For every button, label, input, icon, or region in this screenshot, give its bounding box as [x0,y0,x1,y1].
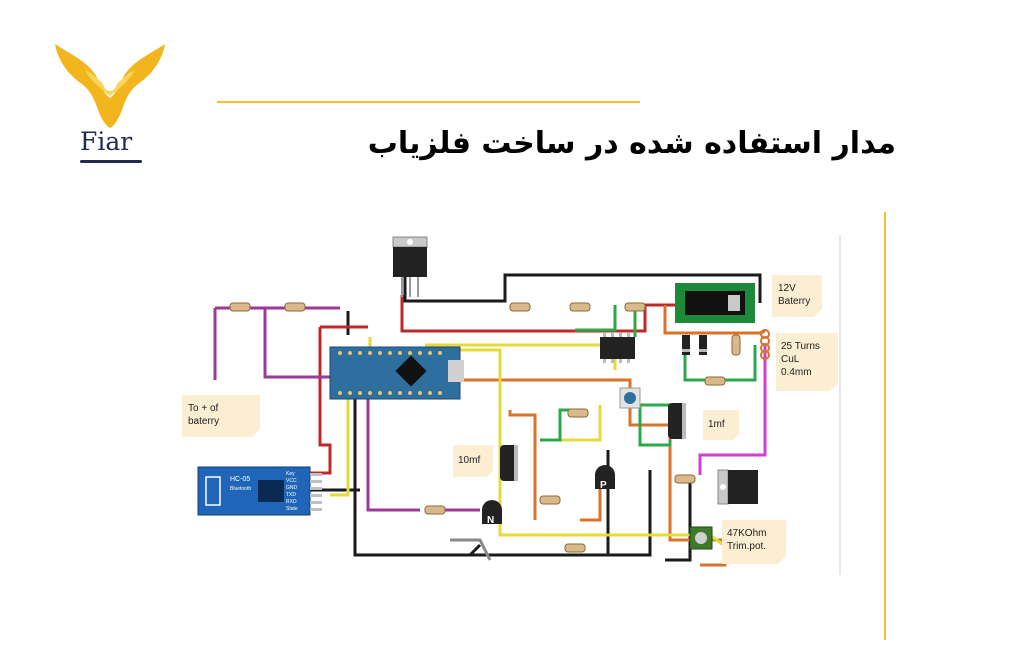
side-divider [884,212,886,640]
battery-holder [675,283,755,323]
red-wires [310,295,720,475]
bt-pin-vcc: VCC [286,478,297,484]
note-coil-line2: CuL [781,354,800,365]
note-12v-line1: 12V [778,283,796,294]
note-10mf: 10mf [453,445,493,477]
note-coil: 25 Turns CuL 0.4mm [776,333,838,391]
note-1mf-text: 1mf [708,419,725,430]
note-10mf-text: 10mf [458,455,480,466]
transistor-p-label: P [600,480,607,491]
note-coil-line3: 0.4mm [781,367,812,378]
potentiometers [619,387,713,550]
transistor-n: N [482,500,502,526]
bt-pin-gnd: GND [286,485,298,491]
magenta-wires [698,345,767,475]
note-trimpot: 47KOhm Trim.pot. [722,520,786,564]
note-battery-plus: To + of baterry [182,395,260,437]
transistor-p: P [595,465,615,491]
bt-pin-rxd: RXD [286,499,297,505]
note-1mf: 1mf [703,410,739,440]
bluetooth-sublabel: Bluetooth [230,486,251,492]
eagle-icon [55,44,165,128]
resistors [229,302,741,553]
diodes [682,335,707,355]
voltage-regulator [392,236,428,297]
note-battery-plus-line1: To + of [188,403,219,414]
capacitors [500,403,686,481]
voltage-regulator-2 [717,469,758,505]
note-trimpot-line1: 47KOhm [727,528,766,539]
header-divider [217,101,640,103]
bt-pin-txd: TXD [286,492,296,498]
note-trimpot-line2: Trim.pot. [727,541,766,552]
bluetooth-module: HC-05 Bluetooth Key VCC GND TXD RXD Stat… [197,466,322,516]
page-title: مدار استفاده شده در ساخت فلزیاب [367,126,896,161]
brand-underline [80,160,142,163]
circuit-diagram: HC-05 Bluetooth Key VCC GND TXD RXD Stat… [170,205,850,589]
note-12v-line2: Baterry [778,296,810,307]
transistor-n-label: N [487,515,494,526]
brand-logo [50,40,170,170]
bt-pin-state: State [286,506,298,512]
note-12v: 12V Baterry [772,275,822,317]
bluetooth-label: HC-05 [230,476,250,483]
arduino-nano [329,346,464,400]
note-battery-plus-line2: baterry [188,416,219,427]
brand-name: Fiar [80,127,133,156]
coil [760,329,770,360]
note-coil-line1: 25 Turns [781,341,820,352]
ic-chip [600,333,635,363]
bt-pin-key: Key [286,471,295,477]
